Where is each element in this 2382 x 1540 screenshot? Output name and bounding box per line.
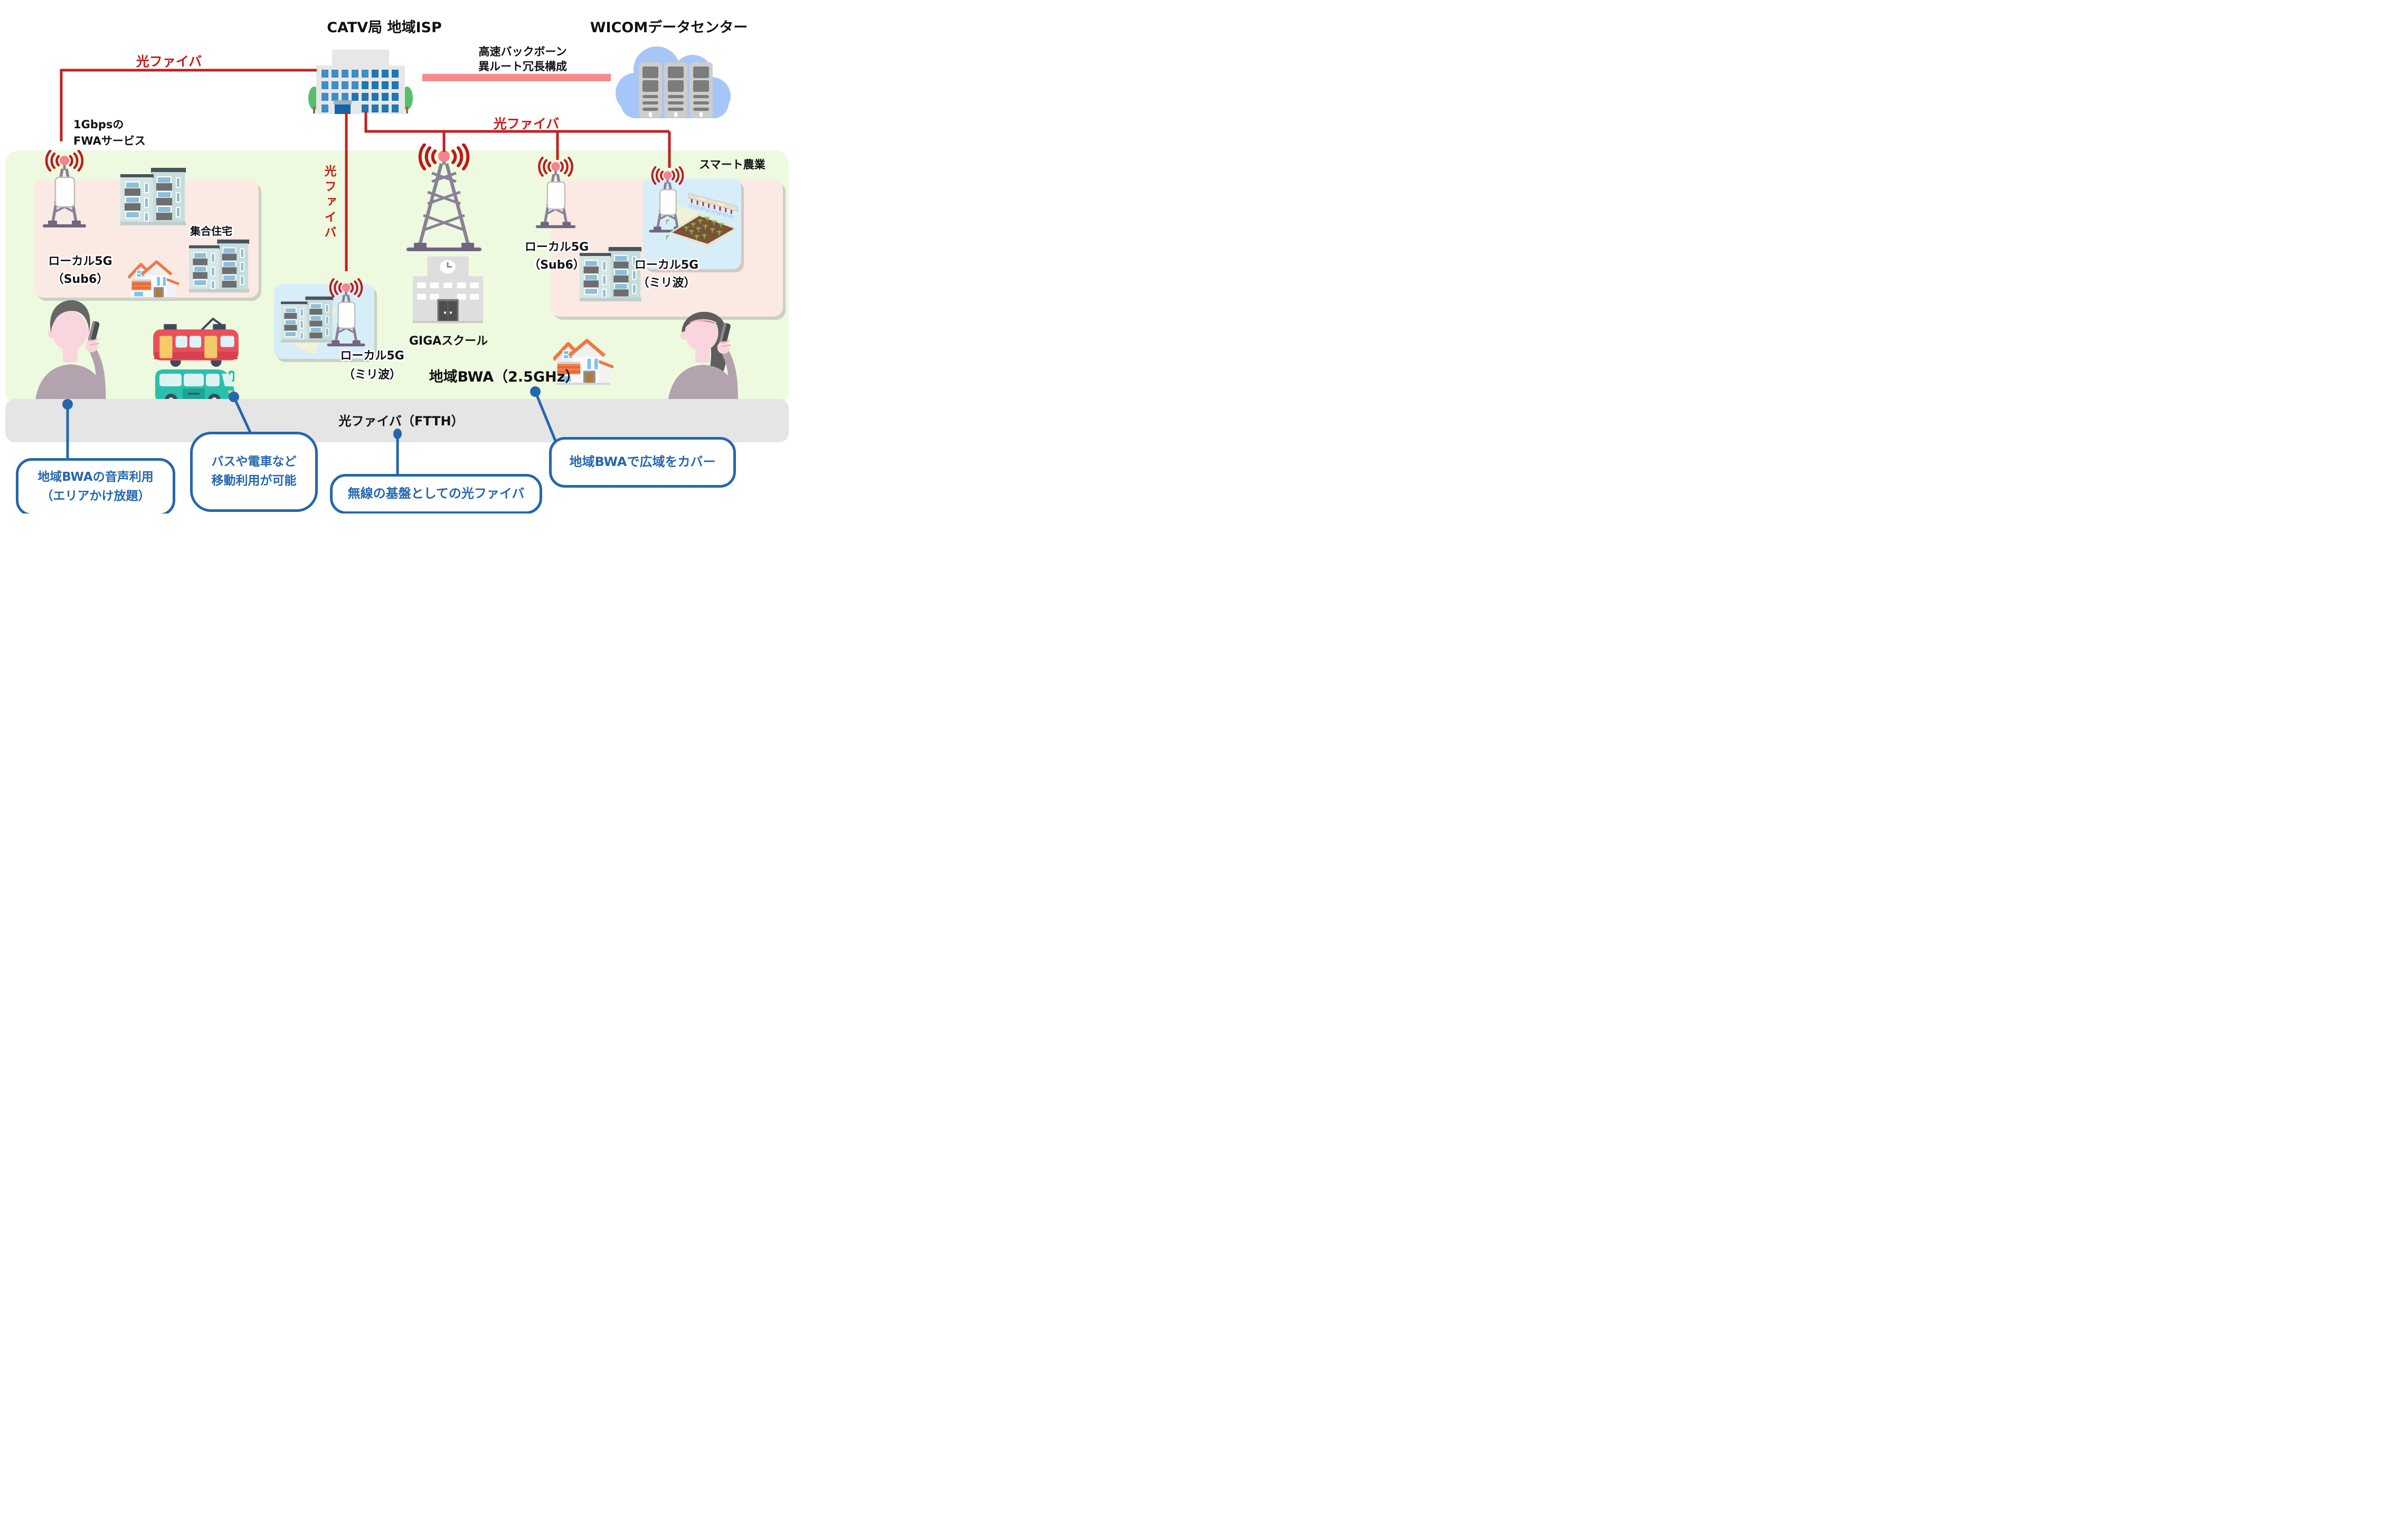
- right-local5g-label-line2: （Sub6）: [528, 259, 585, 272]
- callout-fiber-foundation: 無線の基盤としての光ファイバ: [330, 474, 542, 514]
- callout-bwa-coverage: 地域BWAで広域をカバー: [549, 437, 736, 488]
- giga-school-label: GIGAスクール: [409, 335, 488, 348]
- catv-isp-title: CATV局 地域ISP: [327, 20, 442, 36]
- fwa-label-line2: FWAサービス: [73, 135, 146, 147]
- center-mmwave-label-line1: ローカル5G: [340, 349, 404, 363]
- server-rack-icon: [639, 62, 662, 118]
- agri-mmwave-label-line1: ローカル5G: [634, 259, 699, 272]
- fwa-label-line1: 1Gbpsの: [73, 118, 124, 131]
- catv-building-icon: [308, 50, 413, 114]
- callout-line: 無線の基盤としての光ファイバ: [347, 486, 525, 501]
- callout-mobile-use: バスや電車など 移動利用が可能: [190, 432, 318, 512]
- server-rack-icon: [664, 62, 687, 118]
- fiber-and-connector-lines: [60, 69, 671, 478]
- fiber-line: [60, 69, 671, 271]
- backbone-label-line1: 高速バックボーン: [478, 45, 567, 58]
- connector-dot-icon: [62, 386, 541, 439]
- center-mmwave-label-line2: （ミリ波）: [343, 368, 401, 382]
- housing-label: 集合住宅: [190, 225, 232, 237]
- right-local5g-label-line1: ローカル5G: [524, 241, 589, 254]
- network-diagram: CATV局 地域ISP WICOMデータセンター: [0, 0, 794, 514]
- callout-line: バスや電車など: [211, 455, 297, 469]
- wicom-datacenter-title: WICOMデータセンター: [590, 20, 748, 36]
- callout-line: （エリアかけ放題）: [41, 489, 150, 503]
- backbone-label-line2: 異ルート冗長構成: [478, 60, 567, 73]
- callout-line: 地域BWAで広域をカバー: [569, 454, 716, 470]
- callout-line: 地域BWAの音声利用: [37, 470, 154, 484]
- smart-agri-title: スマート農業: [699, 158, 765, 171]
- callout-bwa-voice: 地域BWAの音声利用 （エリアかけ放題）: [16, 458, 175, 514]
- agri-mmwave-label-line2: （ミリ波）: [637, 277, 696, 290]
- backbone-link-bar: [422, 74, 611, 81]
- callout-line: 移動利用が可能: [211, 474, 297, 488]
- fiber-label-right: 光ファイバ: [493, 116, 560, 131]
- callout-connector-line: [66, 391, 558, 478]
- fiber-label-vertical: 光ファイバ: [322, 165, 336, 241]
- server-rack-icon: [689, 62, 713, 118]
- ftth-label: 光ファイバ（FTTH）: [338, 414, 464, 429]
- datacenter-cloud-icon: [616, 46, 731, 118]
- bwa-label: 地域BWA（2.5GHz）: [429, 369, 580, 385]
- fiber-label-top-left: 光ファイバ: [136, 54, 202, 69]
- left-local5g-label-line2: （Sub6）: [52, 273, 109, 286]
- left-local5g-label-line1: ローカル5G: [48, 255, 112, 268]
